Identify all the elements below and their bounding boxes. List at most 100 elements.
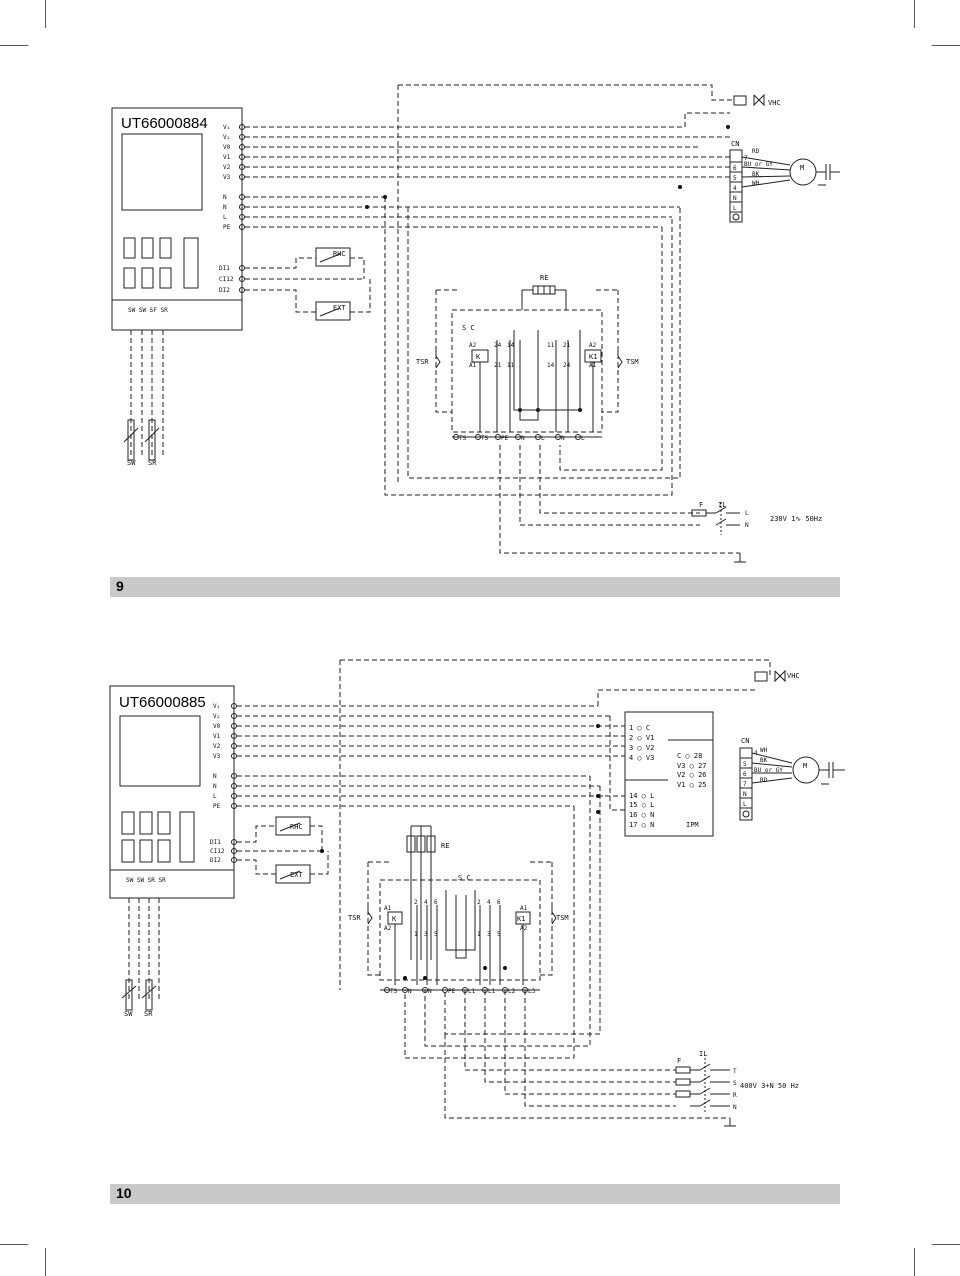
wire-color: RD — [760, 777, 768, 784]
ipm-terminal: 1 ○ C — [629, 724, 650, 732]
controller-relays — [123, 237, 199, 289]
cn-label: CN — [741, 737, 749, 745]
contact-label: 21 — [494, 362, 502, 369]
supply-line-label: R — [733, 1092, 737, 1099]
cn-pin: 6 — [743, 771, 747, 778]
terminal-label: V0 — [223, 144, 231, 151]
contact-label: 24 — [563, 362, 571, 369]
sc-label: S C — [462, 324, 475, 332]
ipm-terminal: 16 ○ N — [629, 811, 654, 819]
terminal-label: TS — [481, 435, 489, 442]
coil-label: A2 — [520, 925, 528, 932]
cn-pin: 5 — [743, 761, 747, 768]
rhc-label: RHC — [333, 250, 346, 258]
contact-label: A1 — [589, 362, 597, 369]
contact-label: 11 — [507, 362, 515, 369]
ipm-terminal: 2 ○ V1 — [629, 734, 654, 742]
coil-label: A1 — [520, 905, 528, 912]
terminal-label: V₂ — [213, 713, 220, 720]
terminal-label: V₂ — [223, 134, 230, 141]
sensor-label: SW — [127, 459, 136, 467]
terminal-label: L2 — [508, 988, 516, 995]
cn-pin: 5 — [733, 175, 737, 182]
wiring-diagram-9 — [111, 84, 840, 563]
controller-box — [109, 685, 235, 899]
figure-number: 10 — [116, 1185, 132, 1201]
sensor-terminals-label: SW SW SF SR — [128, 307, 168, 314]
fan-motor — [792, 756, 820, 784]
contact-label: 11 — [547, 342, 555, 349]
contact-label: 5 — [434, 931, 438, 938]
ext-switch[interactable] — [315, 301, 351, 321]
controller-terminals — [231, 703, 237, 863]
contact-label: 1 — [414, 931, 418, 938]
supply-spec: 230V 1∿ 50Hz — [770, 515, 822, 523]
supply-line-label: S — [733, 1080, 737, 1087]
sensor-terminals-label: SW SW SR SR — [126, 877, 166, 884]
cn-connector — [729, 149, 743, 223]
tsm-label: TSM — [556, 914, 569, 922]
cn-pin: L — [743, 801, 747, 808]
terminal-label: V2 — [223, 164, 231, 171]
contact-label: 1 — [477, 931, 481, 938]
cn-pin: N — [733, 195, 737, 202]
ext-label: EXT — [290, 871, 303, 879]
crop-mark — [932, 45, 960, 46]
k-label: K — [476, 353, 481, 361]
wire-color: BU or GY — [754, 767, 783, 774]
motor-label: M — [800, 164, 804, 172]
terminal-label: N — [561, 435, 565, 442]
ipm-terminal: 3 ○ V2 — [629, 744, 654, 752]
wire-color: BK — [752, 171, 760, 178]
supply-line-label: L — [745, 510, 749, 517]
bottom-terminals — [384, 987, 528, 993]
contact-label: 14 — [507, 342, 515, 349]
cn-pin: N — [743, 791, 747, 798]
contact-label: 3 — [424, 931, 428, 938]
input-label: DI1 — [210, 839, 221, 846]
terminal-label: PE — [223, 224, 231, 231]
terminal-label: N — [213, 773, 217, 780]
switch-label: IL — [718, 501, 726, 509]
isolator-switch[interactable] — [690, 1058, 730, 1112]
cn-pin: 6 — [733, 165, 737, 172]
rhc-switch[interactable] — [315, 247, 351, 267]
vhc-valve-icon — [774, 669, 786, 683]
terminal-label: V₁ — [213, 703, 220, 710]
ipm-label: IPM — [686, 821, 699, 829]
terminal-label: PE — [213, 803, 221, 810]
k-label: K — [392, 915, 397, 923]
ext-label: EXT — [333, 304, 346, 312]
re-heater — [406, 825, 436, 960]
contact-label: 6 — [434, 899, 438, 906]
contact-label: A2 — [469, 342, 477, 349]
bottom-terminals — [453, 434, 581, 440]
ipm-terminal: 17 ○ N — [629, 821, 654, 829]
rhc-switch[interactable] — [275, 816, 311, 836]
crop-mark — [914, 0, 915, 28]
contact-label: 24 — [494, 342, 502, 349]
input-label: DI1 — [219, 265, 230, 272]
figure-bar-10: 10 — [110, 1184, 840, 1204]
ipm-terminal: 15 ○ L — [629, 801, 654, 809]
crop-mark — [0, 45, 28, 46]
contact-label: A1 — [469, 362, 477, 369]
coil-label: A1 — [384, 905, 392, 912]
wiring-diagram-10 — [109, 659, 845, 1127]
vhc-valve-icon — [753, 93, 765, 107]
supply-line-label: T — [733, 1068, 737, 1075]
cn-pin: L — [733, 205, 737, 212]
wire-color: BU or GY — [744, 161, 773, 168]
crop-mark — [45, 0, 46, 28]
signal-wires — [128, 659, 771, 1119]
k1-label: K1 — [517, 915, 525, 923]
contact-label: 21 — [563, 342, 571, 349]
crop-mark — [0, 1244, 28, 1245]
terminal-label: V1 — [213, 733, 221, 740]
tsm-label: TSM — [626, 358, 639, 366]
temperature-sensors — [121, 979, 157, 1011]
terminal-label: TS — [390, 988, 398, 995]
figure-bar-9: 9 — [110, 577, 840, 597]
ext-switch[interactable] — [275, 864, 311, 884]
